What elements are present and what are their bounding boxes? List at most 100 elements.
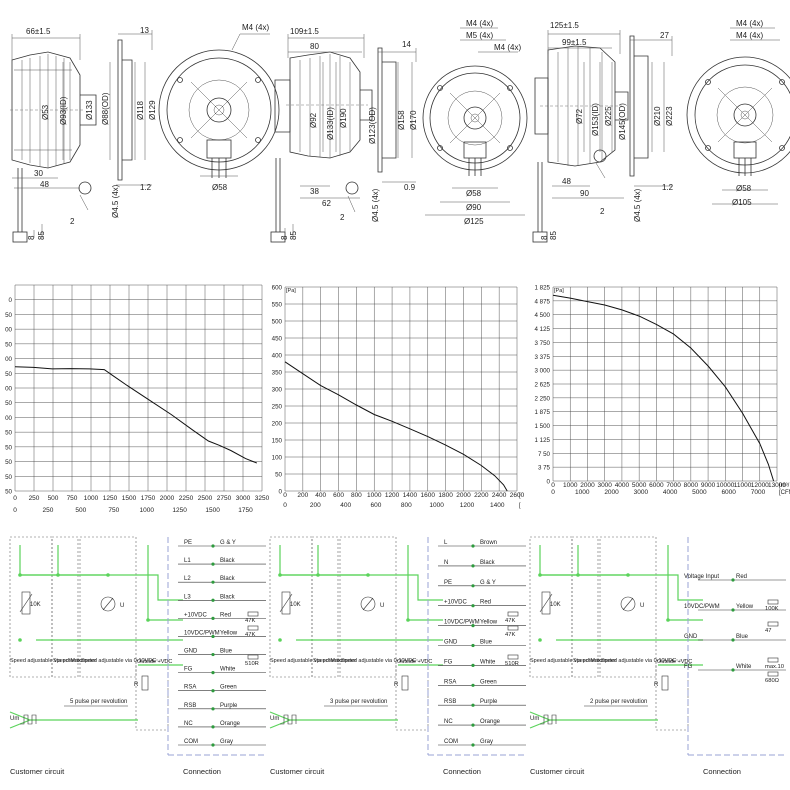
y-tick-label: 300	[272, 387, 283, 394]
x-tick-label-bottom: 800	[401, 502, 412, 509]
dim-text: 1.2	[140, 183, 152, 192]
potentiometer-arrow	[539, 593, 553, 613]
x-tick-label-top: 1400	[403, 492, 418, 499]
terminal-dot	[471, 624, 475, 628]
x-tick-label-top: 6000	[649, 482, 664, 489]
dim-text: Ø125	[464, 217, 484, 226]
resistor-symbol	[767, 599, 779, 605]
terminal-dot	[211, 616, 215, 620]
dim-text: Ø72	[575, 108, 584, 124]
dim-text: Ø153(ID)	[591, 103, 600, 136]
x-tick-label-bottom: 1250	[172, 507, 187, 514]
terminal-name: RSA	[184, 685, 196, 691]
x-tick-label-top: 200	[297, 492, 308, 499]
customer-circuit-label: Customer circuit	[10, 767, 65, 776]
x-tick-label-bottom: 4000	[663, 489, 678, 496]
resistor-symbol	[507, 625, 519, 631]
terminal-dot	[211, 562, 215, 566]
dim-text: Ø223	[665, 106, 674, 126]
pulse-label: 5 pulse per revolution	[70, 699, 127, 705]
x-tick-label-bottom: 600	[371, 502, 382, 509]
x-tick-label-top: 800	[351, 492, 362, 499]
outside-box	[135, 659, 169, 731]
dim-text: Ø123(OD)	[368, 107, 377, 144]
dim-text: Ø129	[148, 100, 157, 120]
x-tick-label-top: 12000	[751, 482, 769, 489]
terminal-name: NC	[184, 721, 193, 727]
x-tick-label-bottom: 1750	[238, 507, 253, 514]
terminal-dot	[211, 671, 215, 675]
resistor-value: 100K	[765, 606, 779, 612]
dim-text: Ø225	[604, 106, 613, 126]
speed-max-label: Speed Max.	[313, 658, 343, 664]
y-tick-label: 2 625	[535, 382, 551, 389]
y-tick-label: 550	[272, 302, 283, 309]
drawing-panel-3: 125±1.5 99±1.5 27 M4 (4x) M4 (4x) Ø72 Ø1…	[532, 19, 790, 243]
pot-value: 10K	[290, 602, 301, 608]
terminal-dot	[211, 598, 215, 602]
x-tick-label-top: 3000	[597, 482, 612, 489]
terminal-color: Black	[220, 558, 236, 564]
y-tick-label: 00	[5, 356, 12, 363]
dim-text: Ø88(OD)	[101, 92, 110, 125]
x-tick-label-bottom: 3000	[634, 489, 649, 496]
y-tick-label: 600	[272, 285, 283, 292]
dim-text: 38	[310, 187, 319, 196]
voltmeter-needle	[362, 597, 374, 611]
y-tick-label: 50	[5, 312, 12, 319]
resistor-value: 47	[765, 628, 771, 634]
dim-text: 62	[322, 199, 331, 208]
terminal-dot	[731, 608, 735, 612]
signal-wire	[539, 545, 703, 601]
speed-max-label: Speed Max.	[573, 658, 603, 664]
dim-text: Ø105	[732, 198, 752, 207]
x-tick-label-top: 0	[551, 482, 555, 489]
dim-text: Ø58	[466, 189, 482, 198]
x-tick-label-top: 2400	[492, 492, 507, 499]
dim-text: M5 (4x)	[466, 31, 493, 40]
x-tick-label-top: 2750	[217, 495, 232, 502]
terminal-dot	[471, 584, 475, 588]
junction-dot	[576, 573, 580, 577]
speed-max-label: Speed Max.	[53, 658, 83, 664]
terminal-dot	[211, 689, 215, 693]
terminal-dot	[211, 743, 215, 747]
y-tick-label: 150	[272, 438, 283, 445]
signal-wire	[529, 711, 658, 721]
terminal-color: White	[220, 667, 236, 673]
dim-text: 1.2	[662, 183, 674, 192]
performance-curve	[552, 294, 775, 482]
terminal-color: Blue	[480, 640, 493, 646]
signal-wire	[269, 711, 398, 721]
x-tick-label-top: 2250	[179, 495, 194, 502]
terminal-name: L	[444, 540, 448, 546]
connection-label: Connection	[183, 767, 221, 776]
speed-volt-label: Speed adjustable via 0-10VDC	[601, 658, 676, 664]
x-tick-label-bottom: 200	[310, 502, 321, 509]
y-axis-unit: [Pa]	[554, 288, 564, 294]
terminal-name: GND	[684, 634, 698, 640]
y-tick-label: 50	[5, 400, 12, 407]
terminal-color: Gray	[220, 739, 233, 745]
resistor-symbol	[247, 654, 259, 660]
resistor-value: 47K	[505, 618, 515, 624]
dim-text: 2	[340, 213, 345, 222]
resistor-symbol	[247, 611, 259, 617]
potentiometer-arrow	[19, 593, 33, 613]
dim-text: 85	[289, 231, 298, 240]
um-label: Um	[530, 716, 539, 722]
junction-dot	[278, 573, 282, 577]
voltmeter-symbol	[100, 596, 116, 612]
terminal-dot	[471, 703, 475, 707]
x-tick-label-top: 7000	[666, 482, 681, 489]
terminal-name: L1	[184, 558, 191, 564]
terminal-color: Green	[220, 685, 237, 691]
terminal-dot	[211, 725, 215, 729]
terminal-color: Red	[480, 600, 491, 606]
voltage-box	[339, 536, 397, 678]
outside-box	[655, 659, 689, 731]
max-box	[51, 536, 79, 678]
x-axis-unit-bottom: [CFM	[779, 490, 790, 496]
terminal-color: Red	[220, 612, 231, 618]
